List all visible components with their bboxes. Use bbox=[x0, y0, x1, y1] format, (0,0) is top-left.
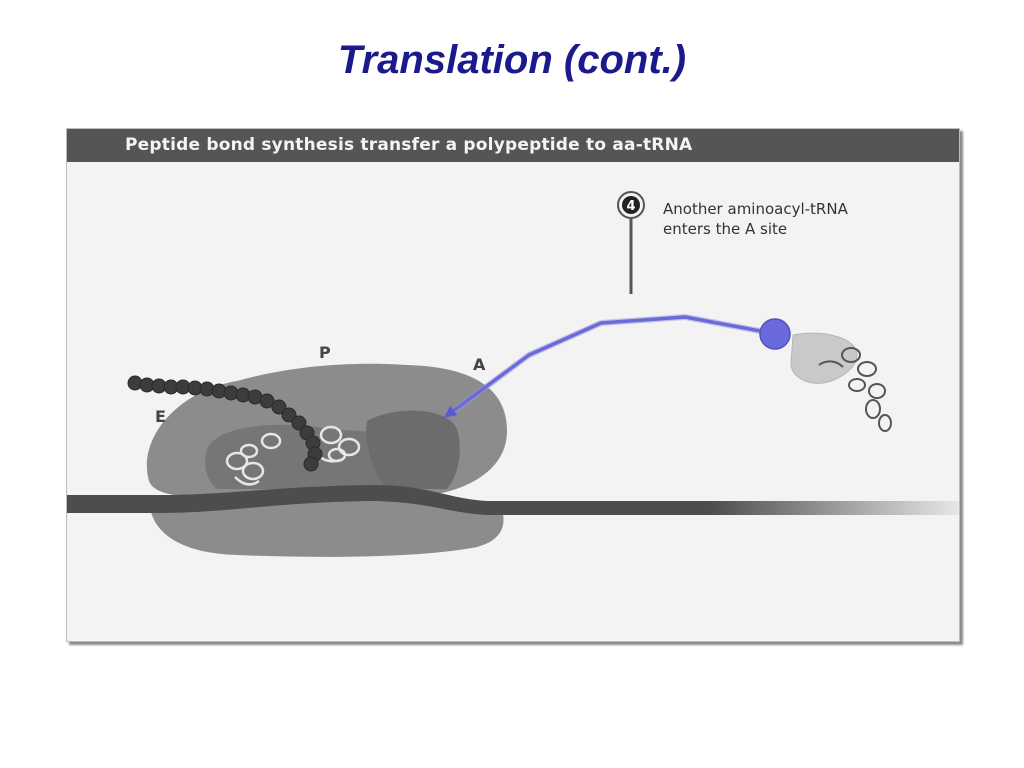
ribosome-trna-a bbox=[309, 425, 361, 463]
incoming-trna-body bbox=[790, 332, 858, 384]
movement-arrow-line bbox=[444, 315, 773, 418]
step-text-line-2: enters the A site bbox=[663, 220, 788, 238]
amino-acid-ball bbox=[759, 318, 791, 350]
a-site-label: A bbox=[473, 355, 486, 374]
step-text-line-1: Another aminoacyl-tRNA bbox=[663, 200, 848, 218]
movement-arrow bbox=[448, 314, 774, 416]
step-badge bbox=[622, 196, 640, 214]
p-site-label: P bbox=[319, 343, 331, 362]
e-site-label: E bbox=[155, 407, 166, 426]
ribosome-trna-p bbox=[225, 432, 282, 486]
polypeptide-chain bbox=[127, 375, 323, 472]
ribosome-diagram: 4 bbox=[67, 191, 959, 557]
mrna-strand bbox=[67, 484, 959, 515]
a-site-pocket bbox=[366, 410, 460, 489]
translation-figure: Peptide bond synthesis transfer a polype… bbox=[66, 128, 960, 642]
ribosome-small-subunit bbox=[149, 501, 504, 557]
figure-header: Peptide bond synthesis transfer a polype… bbox=[67, 129, 959, 162]
slide-title: Translation (cont.) bbox=[337, 38, 687, 82]
step-description: Another aminoacyl-tRNA enters the A site bbox=[663, 199, 848, 239]
step-number: 4 bbox=[626, 199, 635, 214]
incoming-trna-loops bbox=[818, 347, 892, 432]
